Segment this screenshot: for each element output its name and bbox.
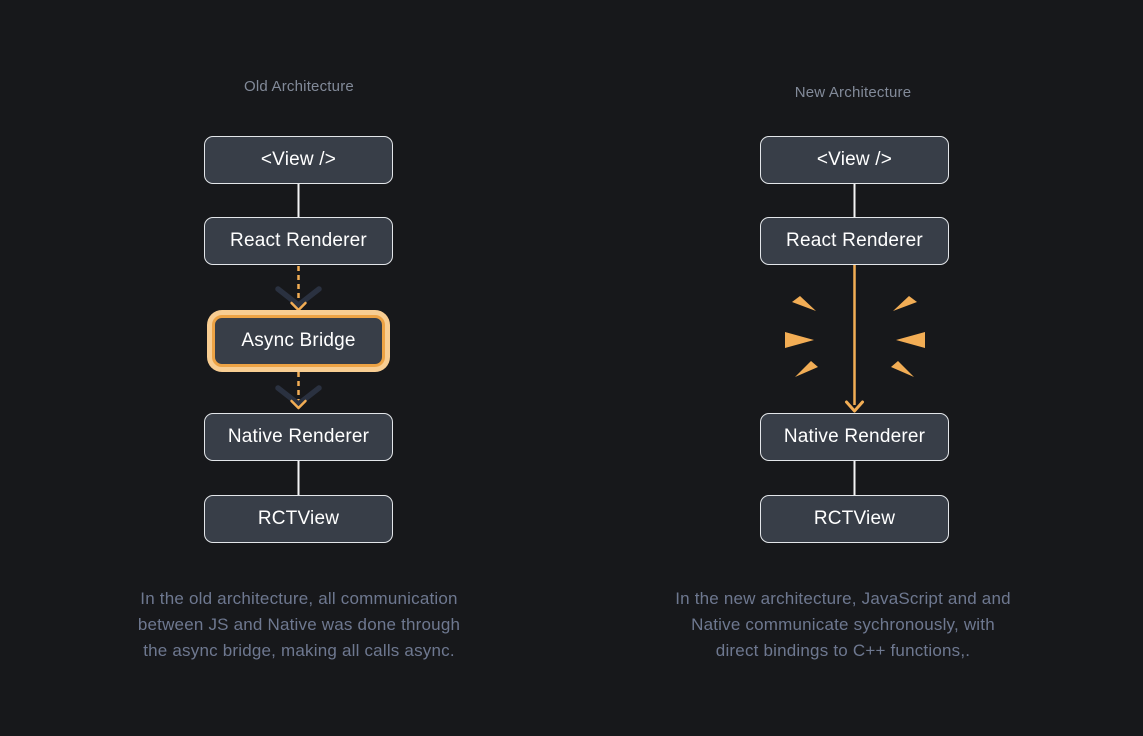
caption-line: In the new architecture, JavaScript and … (675, 589, 1011, 608)
new-node-react-renderer: React Renderer (760, 217, 949, 265)
spark-icon (795, 361, 818, 377)
caption-line: between JS and Native was done through (137, 615, 461, 634)
new-architecture-title: New Architecture (794, 84, 912, 101)
dark-chevron-icon (275, 385, 322, 407)
old-node-native-renderer: Native Renderer (204, 413, 393, 461)
spark-icon (785, 332, 814, 348)
arrowhead-icon (290, 301, 307, 312)
caption-line: In the old architecture, all communicati… (140, 589, 458, 608)
new-architecture-caption: In the new architecture, JavaScript and … (623, 586, 1063, 664)
spark-icon (896, 332, 925, 348)
new-node-rctview: RCTView (760, 495, 949, 543)
dark-chevron-icon (275, 286, 322, 308)
caption-line: the async bridge, making all calls async… (143, 641, 455, 660)
old-node-view: <View /> (204, 136, 393, 184)
arrowhead-icon (290, 399, 307, 410)
caption-line: direct bindings to C++ functions,. (715, 641, 971, 660)
old-architecture-caption: In the old architecture, all communicati… (79, 586, 519, 664)
old-node-rctview: RCTView (204, 495, 393, 543)
arrowhead-icon (845, 400, 864, 413)
caption-line: Native communicate sychronously, with (691, 615, 995, 634)
spark-icon (792, 296, 816, 311)
spark-icon (893, 296, 917, 311)
new-node-view: <View /> (760, 136, 949, 184)
spark-icon (891, 361, 914, 377)
old-architecture-title: Old Architecture (244, 78, 354, 95)
old-node-react-renderer: React Renderer (204, 217, 393, 265)
new-node-native-renderer: Native Renderer (760, 413, 949, 461)
old-node-async-bridge: Async Bridge (212, 315, 385, 367)
